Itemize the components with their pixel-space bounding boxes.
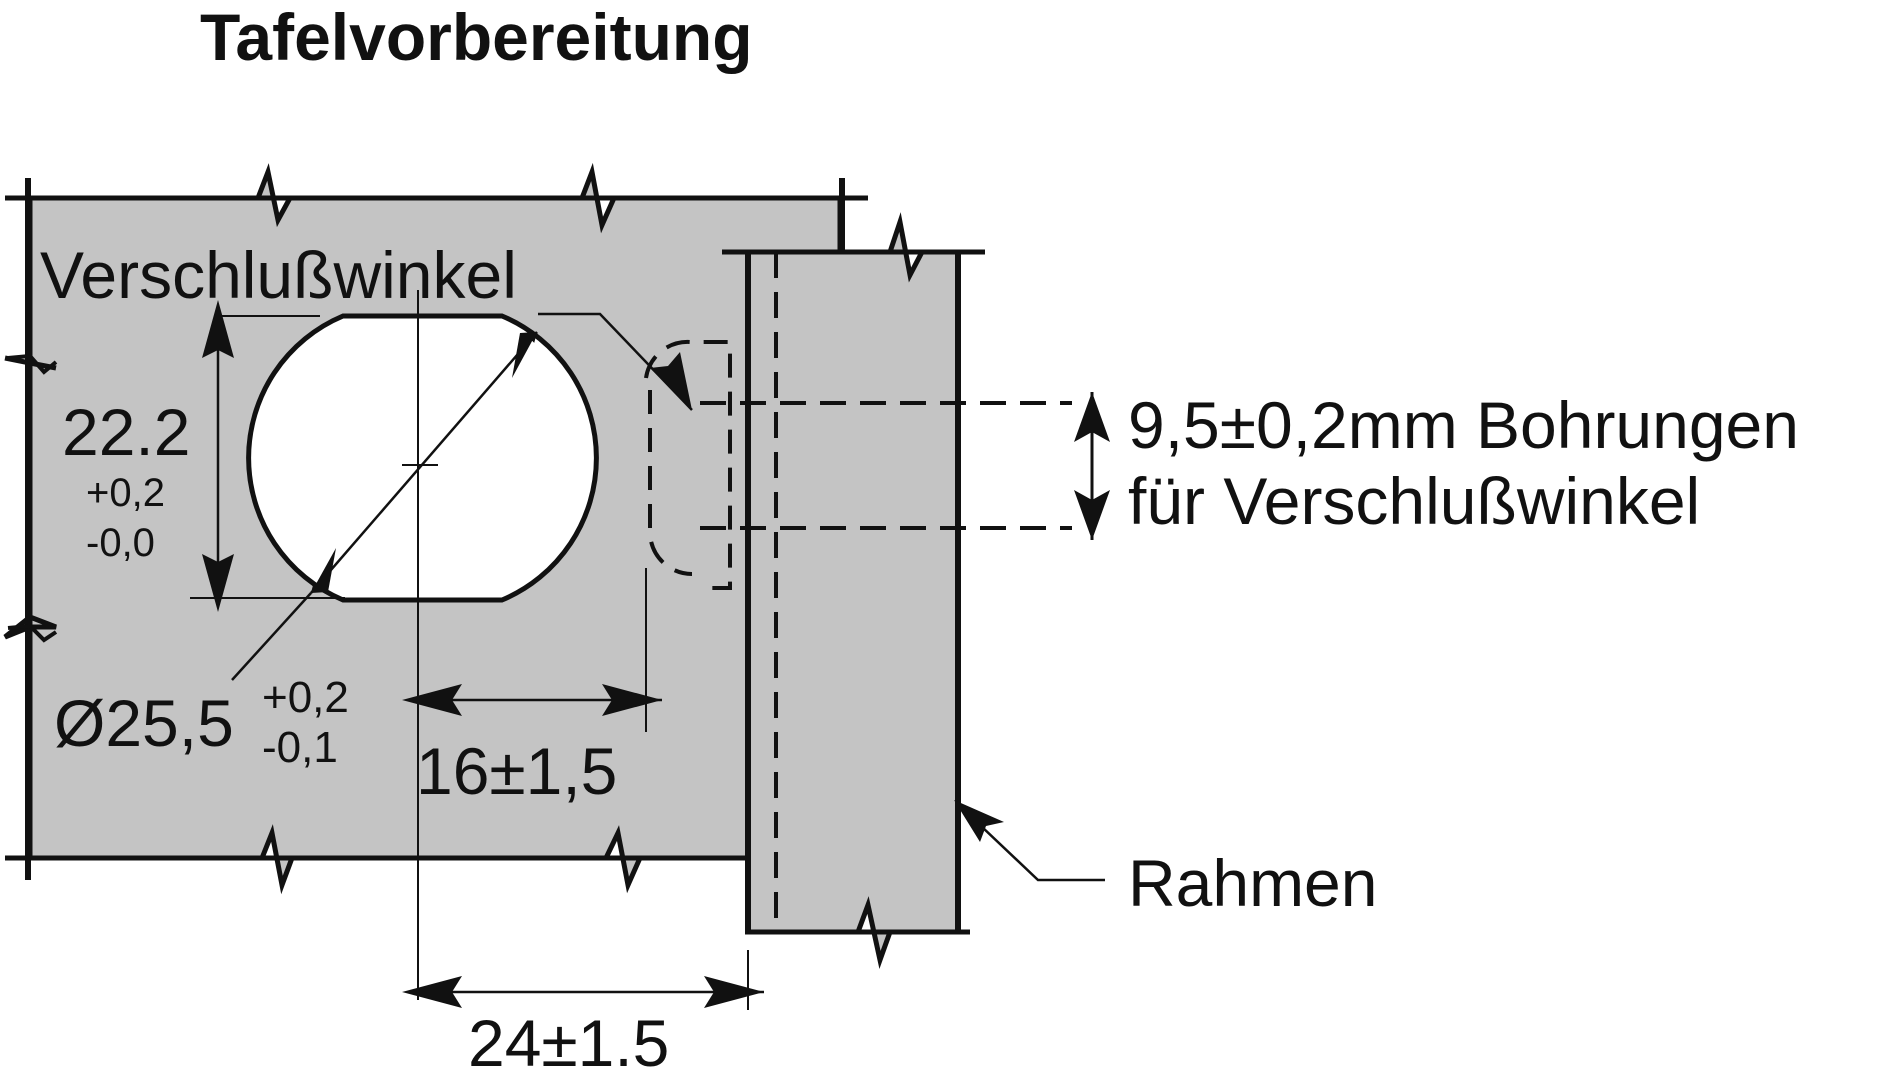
offset16-label: 16±1,5 — [416, 734, 617, 808]
offset16-arrow-left — [402, 684, 462, 716]
break-mark-left-upper — [7, 353, 58, 375]
offset16-arrow-right — [602, 684, 662, 716]
height-tol-minus-label: -0,0 — [86, 521, 155, 565]
diameter-tol-minus-label: -0,1 — [262, 723, 338, 772]
diameter-tol-plus-label: +0,2 — [262, 673, 349, 722]
diameter-arrow-lower — [311, 548, 336, 593]
height-tol-plus-label: +0,2 — [86, 471, 165, 515]
bore-arrow-top — [1074, 392, 1110, 442]
break-mark-left-lower — [7, 623, 58, 643]
offset24-arrow-right — [704, 976, 764, 1008]
bracket-leader-arrow — [650, 352, 692, 410]
bore-label-line1: 9,5±0,2mm Bohrungen — [1128, 388, 1799, 462]
bore-arrow-bottom — [1074, 490, 1110, 540]
frame-leader-arrow — [954, 800, 1004, 842]
height-value-label: 22.2 — [62, 395, 190, 469]
angle-bracket-label: Verschlußwinkel — [40, 238, 517, 312]
cup-hole — [246, 313, 599, 603]
page-title: Tafelvorbereitung — [200, 0, 753, 74]
bracket-hidden-curve — [648, 390, 693, 576]
offset24-arrow-left — [402, 976, 462, 1008]
frame-label: Rahmen — [1128, 846, 1377, 920]
diameter-leader — [231, 592, 312, 681]
diameter-value-label: Ø25,5 — [54, 686, 234, 760]
offset24-label: 24±1.5 — [468, 1006, 669, 1068]
height-arrow-bottom — [202, 554, 234, 612]
diameter-arrow-upper — [512, 332, 537, 378]
frame-leader — [961, 807, 1105, 882]
bracket-hidden-outline — [644, 339, 732, 590]
height-arrow-top — [202, 300, 234, 358]
diameter-dimension-line — [310, 331, 538, 594]
frame-body — [745, 212, 961, 970]
bore-label-line2: für Verschlußwinkel — [1128, 464, 1700, 538]
